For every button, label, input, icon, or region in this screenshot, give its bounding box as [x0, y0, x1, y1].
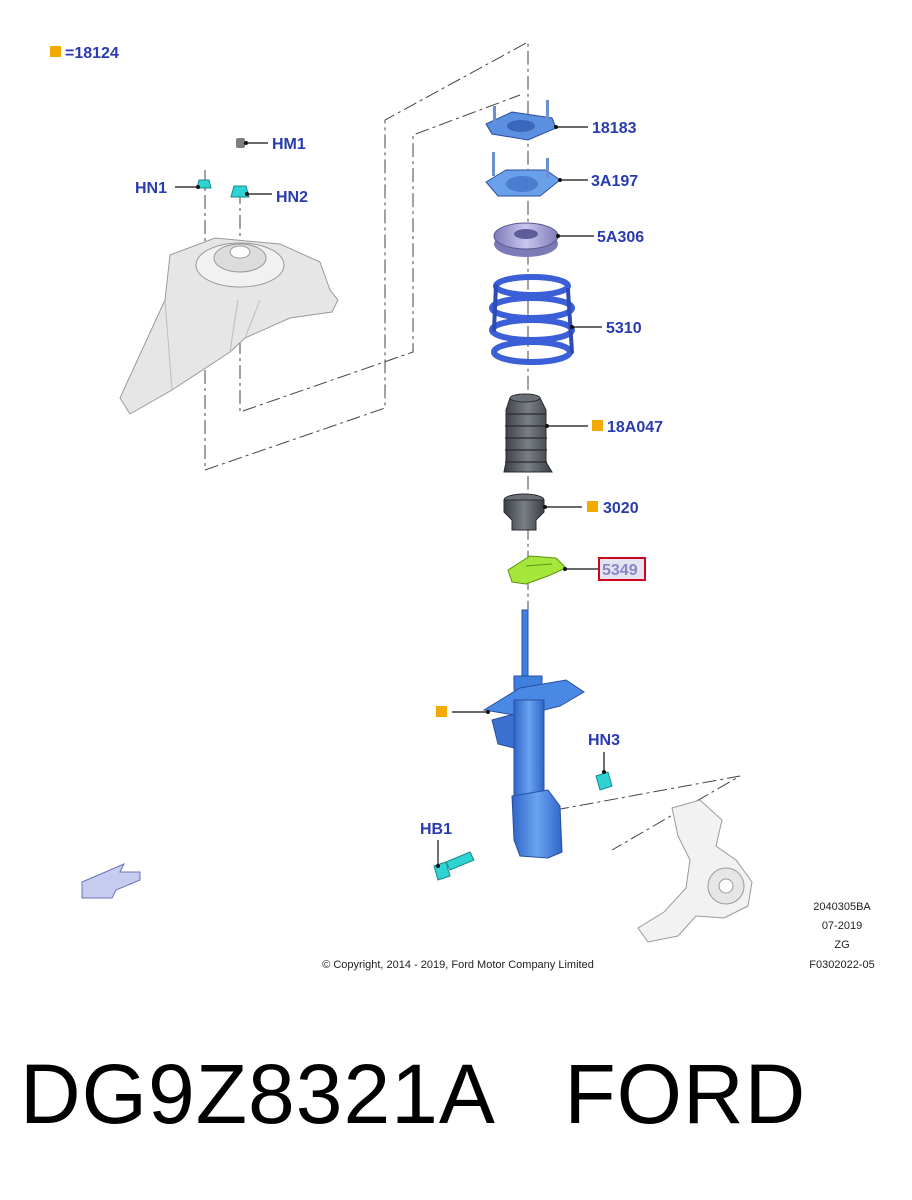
- part-5310-coil-spring: [489, 274, 575, 365]
- marker-3020: [587, 501, 598, 512]
- steering-knuckle: [637, 799, 753, 943]
- label-5349: 5349: [602, 562, 638, 579]
- legend-text: =18124: [65, 45, 119, 62]
- caption-brand: FORD: [564, 1047, 807, 1141]
- highlight-box-5349: [598, 557, 646, 581]
- hm1-stud-icon: [236, 138, 245, 148]
- part-5349-bracket: [507, 555, 567, 585]
- part-18A047-dust-boot: [503, 393, 553, 473]
- label-5A306: 5A306: [597, 229, 644, 246]
- label-hm1: HM1: [272, 136, 306, 153]
- exploded-view-diagram: =18124 HM1 HN1 HN2 18183 3A197: [50, 41, 875, 971]
- strut-assembly: [482, 609, 585, 859]
- front-direction-arrow: [81, 863, 141, 899]
- marker-strut: [436, 706, 447, 717]
- info-line3: ZG: [834, 939, 849, 951]
- label-18183: 18183: [592, 120, 637, 137]
- part-3020-bump-stop: [503, 493, 545, 531]
- strut-tower-housing: [119, 237, 339, 415]
- part-3A197-mount: [485, 152, 561, 197]
- label-hn3: HN3: [588, 732, 620, 749]
- label-3A197: 3A197: [591, 173, 638, 190]
- label-hb1: HB1: [420, 821, 452, 838]
- label-3020: 3020: [603, 500, 639, 517]
- part-18183-upper-mount: [485, 100, 557, 141]
- hn2-nut-icon: [230, 185, 250, 198]
- marker-18A047: [592, 420, 603, 431]
- part-5A306-bearing: [493, 222, 559, 257]
- label-hn1: HN1: [135, 180, 167, 197]
- info-line1: 2040305BA: [813, 901, 871, 913]
- part-number-caption: DG9Z8321A FORD: [20, 1052, 806, 1136]
- assembly-line-knuckle: [554, 775, 741, 851]
- info-line2: 07-2019: [822, 920, 862, 932]
- legend-marker: [50, 46, 61, 57]
- assembly-line-left: [204, 41, 529, 690]
- assembly-line-inner: [239, 94, 521, 413]
- copyright: © Copyright, 2014 - 2019, Ford Motor Com…: [322, 959, 594, 971]
- hn3-nut-icon: [595, 771, 613, 791]
- info-line4: F0302022-05: [809, 959, 874, 971]
- label-hn2: HN2: [276, 189, 308, 206]
- label-18A047: 18A047: [607, 419, 663, 436]
- label-5310: 5310: [606, 320, 642, 337]
- caption-part-number: DG9Z8321A: [20, 1047, 492, 1141]
